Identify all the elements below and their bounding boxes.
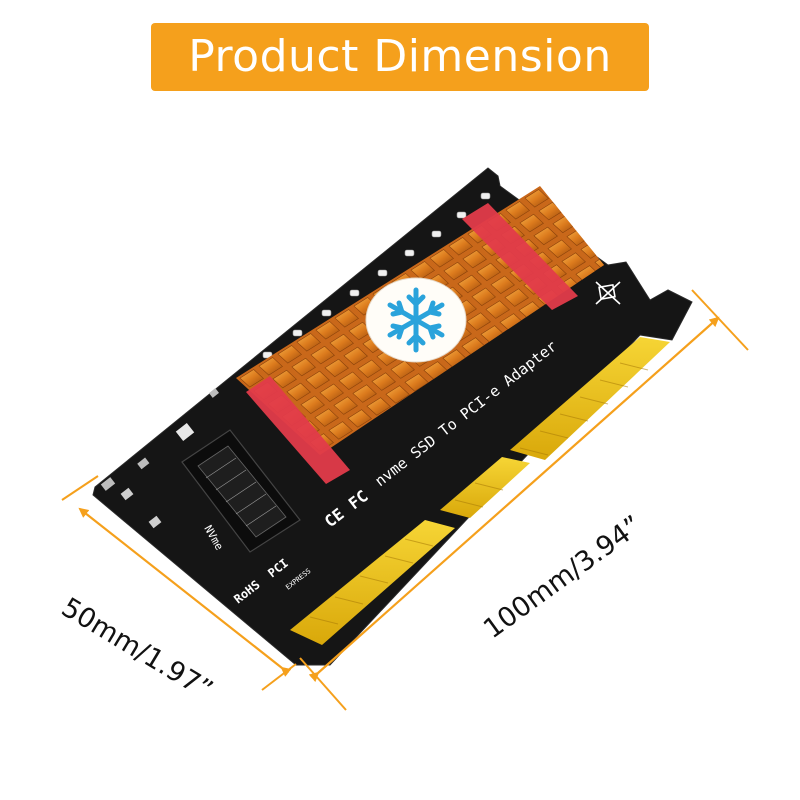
heatsink-fin	[443, 261, 468, 281]
heatsink-fin	[429, 249, 454, 268]
heatsink-fin	[462, 249, 487, 269]
heatsink-fin	[504, 288, 529, 307]
heatsink-fin	[272, 369, 297, 389]
heatsink-fin	[410, 261, 435, 280]
heatsink-fin	[476, 262, 501, 282]
length-tick-right	[691, 289, 749, 351]
snowflake-badge	[365, 277, 467, 363]
thermal-pad	[462, 203, 578, 310]
length-tick-left	[299, 657, 347, 711]
heatsink-fin	[471, 287, 496, 306]
width-dimension-arrow	[78, 507, 292, 677]
width-tick-left	[61, 475, 99, 501]
heatsink-fin	[277, 345, 302, 364]
width-tick-right	[261, 663, 297, 691]
page-title: Product Dimension	[188, 31, 612, 82]
weee-icon	[595, 281, 621, 305]
heatsink-fin	[457, 274, 482, 294]
heatsink-fin	[547, 239, 572, 258]
length-dimension-arrow	[308, 316, 720, 683]
heatsink-fin	[485, 300, 510, 319]
heatsink-fin	[505, 201, 530, 220]
heatsink-fin	[524, 189, 549, 208]
title-banner: Product Dimension	[151, 23, 649, 91]
heatsink-fin	[258, 357, 283, 376]
heatsink-fin	[561, 252, 586, 271]
heatsink-fin	[448, 237, 473, 256]
heatsink-fin	[519, 213, 544, 233]
heatsink-fin	[533, 226, 558, 246]
heatsink-fin	[239, 369, 264, 388]
capacitor-row	[262, 192, 491, 359]
heatsink-fin	[490, 275, 515, 294]
